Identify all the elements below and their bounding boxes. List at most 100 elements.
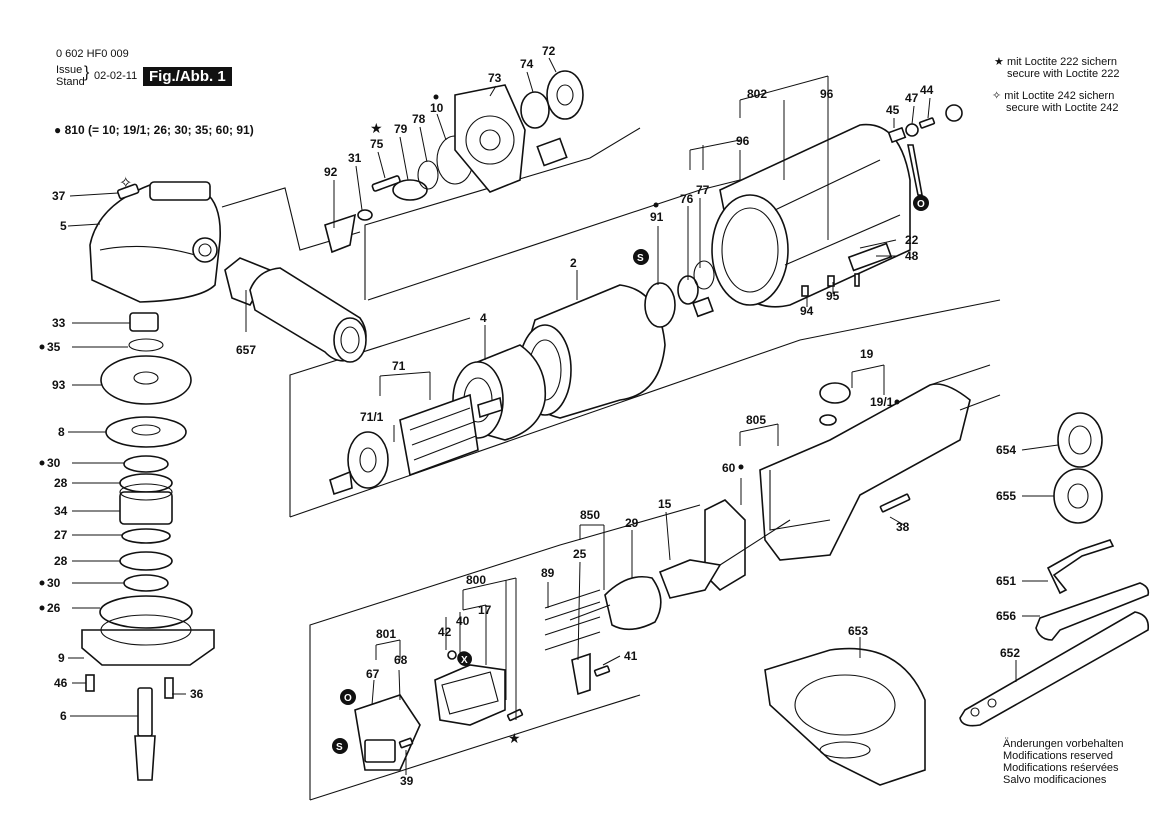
callout-850: 850 [580, 508, 600, 522]
cable-assembly [569, 519, 791, 631]
callout-655: 655 [996, 489, 1016, 503]
callout-67: 67 [366, 667, 380, 681]
callout-36: 36 [190, 687, 204, 701]
callout-41: 41 [624, 649, 638, 663]
section-outline-top [367, 179, 741, 301]
kit-bullet-icon: ● [54, 123, 62, 137]
callout-77: 77 [696, 183, 710, 197]
callout-28-a: 28 [54, 476, 68, 490]
footer-line-3: Modifications reśervées [1003, 762, 1119, 774]
callout-71: 71 [392, 359, 406, 373]
callout-17: 17 [478, 603, 492, 617]
callout-657: 657 [236, 343, 256, 357]
section-outline-switch [309, 504, 701, 800]
legend-222-en: secure with Loctite 222 [1007, 68, 1120, 80]
x-mark-icon: X [458, 652, 472, 666]
stand-label: Stand [56, 76, 85, 88]
bearing-flange [454, 70, 584, 193]
callout-15: 15 [658, 497, 672, 511]
x-mark: X [461, 655, 468, 666]
section-outline-switch-bottom [309, 694, 641, 801]
callout-38: 38 [896, 520, 910, 534]
pin-spanner [959, 611, 1150, 727]
callout-47: 47 [905, 91, 919, 105]
callout-94: 94 [800, 304, 814, 318]
section-outline-upper [364, 127, 641, 300]
callout-30-a: 30 [47, 456, 61, 470]
callout-802: 802 [747, 87, 767, 101]
nameplate-parts [801, 242, 893, 297]
spanner [1035, 582, 1150, 641]
legend-222-de: mit Loctite 222 sichern [1006, 56, 1117, 68]
bevel-pinion [324, 135, 474, 254]
suppressor-unit [354, 694, 421, 771]
callout-4: 4 [480, 311, 487, 325]
callout-35: 35 [47, 340, 61, 354]
brace-glyph: } [84, 64, 90, 81]
callout-805: 805 [746, 413, 766, 427]
issue-date: 02-02-11 [94, 70, 138, 82]
s-mark-icon-1: S [633, 249, 649, 265]
callout-39: 39 [400, 774, 414, 788]
document-number: 0 602 HF0 009 [56, 48, 129, 60]
callout-76: 76 [680, 192, 694, 206]
screw-37 [116, 183, 140, 200]
outline-star-icon-37: ✧ [119, 175, 132, 192]
callout-75: 75 [370, 137, 384, 151]
earth-terminal [887, 104, 963, 196]
legend-242-de: mit Loctite 242 sichern [1004, 90, 1115, 102]
callout-40: 40 [456, 614, 470, 628]
callout-651: 651 [996, 574, 1016, 588]
callout-653: 653 [848, 624, 868, 638]
callout-800: 800 [466, 573, 486, 587]
callout-60: 60 [722, 461, 736, 475]
o-mark-icon-2: O [340, 689, 356, 705]
section-outline-motor-bottom [289, 299, 1001, 518]
callout-29: 29 [625, 516, 639, 530]
stator-field [518, 260, 715, 419]
callout-95: 95 [826, 289, 840, 303]
o-mark-2: O [344, 693, 352, 704]
o-mark-1: O [917, 199, 925, 210]
solid-star-icon: ★ [994, 56, 1004, 68]
callout-79: 79 [394, 122, 408, 136]
callout-73: 73 [488, 71, 502, 85]
callout-71-1: 71/1 [360, 410, 384, 424]
left-component-stack [81, 312, 215, 781]
callout-8: 8 [58, 425, 65, 439]
callout-45: 45 [886, 103, 900, 117]
section-outline-motor-left [289, 317, 471, 517]
issue-label: Issue [56, 64, 83, 76]
legend-loctite-242: ✧ mit Loctite 242 sichern secure with Lo… [992, 90, 1119, 114]
callout-10: 10 [430, 101, 444, 115]
solid-star-icon-switch: ★ [508, 730, 521, 746]
flange-nut [1057, 412, 1103, 468]
callout-26: 26 [47, 601, 61, 615]
wheel-guard [764, 647, 926, 786]
solid-star-icon-75: ★ [370, 120, 383, 136]
switch-handle-housing [759, 364, 1001, 561]
callout-92: 92 [324, 165, 338, 179]
callout-19: 19 [860, 347, 874, 361]
auxiliary-handle [224, 257, 367, 363]
callout-30-b: 30 [47, 576, 61, 590]
callout-96-a: 96 [820, 87, 834, 101]
clamp-flange [1053, 468, 1103, 524]
callout-25: 25 [573, 547, 587, 561]
callout-801: 801 [376, 627, 396, 641]
o-mark-icon-1: O [913, 195, 929, 211]
callout-91: 91 [650, 210, 664, 224]
motor-housing [711, 123, 911, 308]
callout-656: 656 [996, 609, 1016, 623]
callout-44: 44 [920, 83, 934, 97]
legend-loctite-222: ★ mit Loctite 222 sichern secure with Lo… [994, 56, 1120, 80]
callout-48: 48 [905, 249, 919, 263]
callout-654: 654 [996, 443, 1016, 457]
callout-93: 93 [52, 378, 66, 392]
leader-lines [67, 57, 1059, 775]
callout-89: 89 [541, 566, 555, 580]
footer-line-2: Modifications reserved [1003, 750, 1114, 762]
callout-652: 652 [1000, 646, 1020, 660]
s-mark-1: S [637, 253, 644, 264]
s-mark-2: S [336, 742, 343, 753]
